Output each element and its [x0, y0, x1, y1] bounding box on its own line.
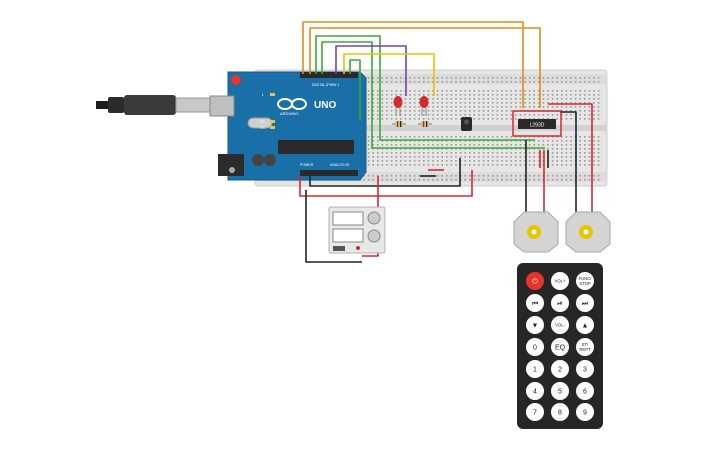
wire-orange-2 [309, 27, 541, 108]
reset-button[interactable] [231, 75, 241, 85]
ir-receiver[interactable] [461, 117, 472, 131]
remote-button-2-2[interactable]: ▲ [576, 316, 594, 334]
remote-button-0-2[interactable]: FUNC/STOP [576, 272, 594, 290]
wire-motor2-red [548, 103, 593, 214]
uno-label: UNO [314, 100, 336, 111]
digital-header [300, 72, 358, 78]
led-label-tx: TX [260, 120, 265, 124]
battery-pack[interactable] [328, 206, 386, 254]
usb-cable [96, 95, 227, 115]
wire-red-bat-2 [362, 176, 379, 257]
led-label-l: L [262, 93, 264, 97]
remote-button-2-1[interactable]: VOL- [551, 316, 569, 334]
arduino-logo [277, 98, 307, 110]
remote-button-label: STOP [579, 281, 591, 286]
remote-button-0-1[interactable]: VOL+ [551, 272, 569, 290]
ir-remote[interactable]: ⏻ VOL+ FUNC/STOP ⏮ ⏯ ⏭ ▼ VOL- ▲ 0 EQ ST/REPT 1 2 3 4 5 6 7… [517, 263, 603, 429]
wire-green-2 [321, 41, 545, 149]
arduino-uno-board[interactable]: UNO ARDUINO DIGITAL (PWM~) POWER ANALOG … [209, 71, 367, 181]
remote-button-5-0[interactable]: 4 [526, 382, 544, 400]
remote-button-3-1[interactable]: EQ [551, 338, 569, 356]
remote-button-4-2[interactable]: 3 [576, 360, 594, 378]
remote-button-label: EQ [555, 345, 566, 352]
remote-button-0-0[interactable]: ⏻ [526, 272, 544, 290]
remote-button-label: ⏭ [582, 301, 589, 308]
wire-black-gnd [309, 158, 461, 187]
remote-button-label: VOL- [555, 323, 565, 328]
led-red-1[interactable] [393, 96, 403, 116]
remote-button-label: 8 [558, 410, 562, 417]
remote-button-label: FUNC/ [579, 276, 593, 281]
analog-label: ANALOG IN [330, 163, 350, 167]
wire-yellow [343, 53, 435, 96]
remote-button-1-1[interactable]: ⏯ [551, 294, 569, 312]
wire-purple [335, 45, 407, 96]
resistor-1[interactable] [392, 121, 406, 127]
remote-button-6-2[interactable]: 9 [576, 403, 594, 421]
remote-button-label: ⏮ [532, 301, 538, 308]
remote-button-label: REPT [579, 347, 591, 352]
remote-button-4-0[interactable]: 1 [526, 360, 544, 378]
wire-motor2-black [560, 111, 577, 214]
dc-motor-2[interactable] [565, 211, 611, 253]
wire-red-bat [305, 190, 362, 263]
microcontroller-chip [278, 140, 354, 154]
remote-button-label: 7 [533, 410, 537, 417]
remote-button-label: 2 [558, 367, 562, 374]
led-label-rx: RX [260, 126, 266, 130]
remote-button-4-1[interactable]: 2 [551, 360, 569, 378]
motor-driver-ic[interactable]: L293D [512, 110, 562, 137]
remote-button-label: ▼ [532, 323, 539, 330]
remote-button-label: ST/ [582, 342, 589, 347]
wire-orange [302, 21, 524, 108]
remote-button-3-2[interactable]: ST/REPT [576, 338, 594, 356]
remote-button-label: 1 [533, 367, 537, 374]
wire-green-3 [349, 59, 361, 120]
power-label: POWER [300, 163, 314, 167]
resistor-2[interactable] [418, 121, 432, 127]
remote-button-label: 6 [583, 389, 587, 396]
wire-red-power [299, 170, 473, 197]
remote-button-label: ⏯ [557, 301, 563, 308]
remote-button-1-2[interactable]: ⏭ [576, 294, 594, 312]
led-red-2[interactable] [419, 96, 429, 116]
remote-button-6-0[interactable]: 7 [526, 403, 544, 421]
remote-button-5-2[interactable]: 6 [576, 382, 594, 400]
remote-button-5-1[interactable]: 5 [551, 382, 569, 400]
digital-label: DIGITAL (PWM~) [312, 83, 339, 87]
wire-green [315, 35, 535, 141]
dc-motor-1[interactable] [513, 211, 559, 253]
remote-button-label: 5 [558, 389, 562, 396]
motor-driver-label: L293D [530, 123, 545, 129]
remote-button-2-0[interactable]: ▼ [526, 316, 544, 334]
remote-button-label: VOL+ [555, 279, 566, 284]
wires [299, 21, 593, 263]
remote-button-label: 3 [583, 367, 587, 374]
remote-button-label: 9 [583, 410, 587, 417]
remote-button-1-0[interactable]: ⏮ [526, 294, 544, 312]
remote-button-label: ▲ [582, 323, 589, 330]
arduino-maker-label: ARDUINO [280, 111, 298, 116]
remote-button-grid: ⏻ VOL+ FUNC/STOP ⏮ ⏯ ⏭ ▼ VOL- ▲ 0 EQ ST/REPT 1 2 3 4 5 6 7… [526, 272, 594, 421]
remote-button-label: 4 [533, 389, 537, 396]
remote-button-label: ⏻ [532, 278, 538, 286]
remote-button-3-0[interactable]: 0 [526, 338, 544, 356]
power-analog-header [300, 170, 358, 176]
remote-button-label: 0 [533, 345, 537, 352]
remote-button-6-1[interactable]: 8 [551, 403, 569, 421]
